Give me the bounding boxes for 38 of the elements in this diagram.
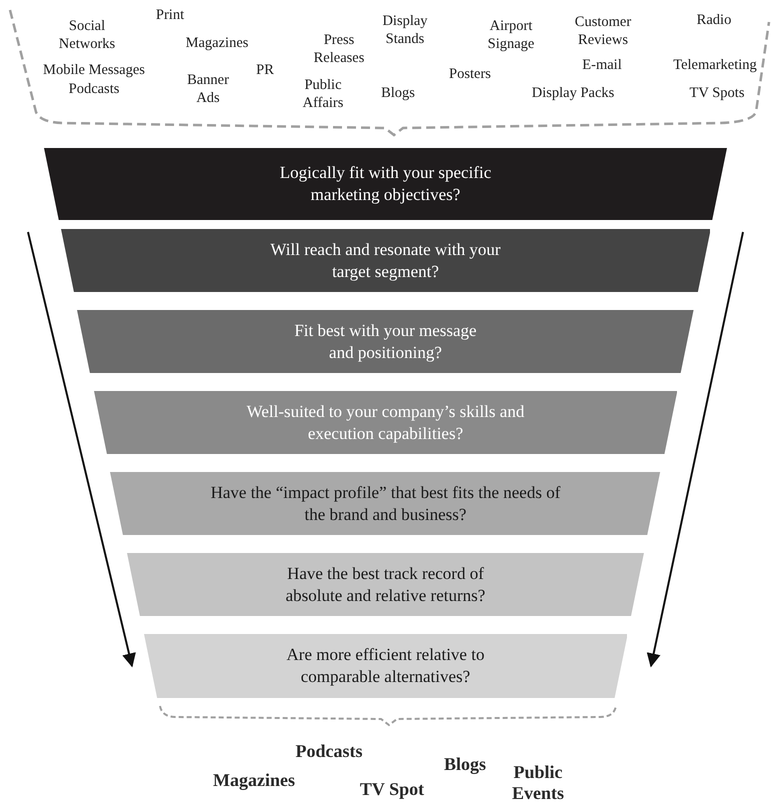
question-text: Have the best track record of absolute and relative returns?: [284, 562, 486, 606]
channel-name: Display Packs: [532, 84, 614, 102]
funnel-band: [94, 391, 678, 454]
channel-name: Banner Ads: [186, 71, 230, 107]
channel-name: PR: [256, 61, 274, 79]
question-text: Have the “impact profile” that best fits the needs of the brand and business?: [210, 482, 562, 526]
channel-name: E-mail: [582, 56, 622, 74]
question-text: Fit best with your message and positioning?: [293, 320, 478, 364]
question-text: Will reach and resonate with your target segment?: [269, 238, 502, 282]
channel-name: Magazines: [186, 34, 248, 52]
selected-channel: Magazines: [213, 770, 295, 791]
channel-name: Press Releases: [312, 31, 366, 67]
channel-name: Public Affairs: [302, 76, 344, 112]
channel-name: Telemarketing: [673, 56, 757, 74]
funnel-band: [60, 229, 710, 292]
funnel-band: [77, 310, 694, 373]
channel-name: Social Networks: [58, 17, 116, 53]
selected-channel: Public Events: [510, 762, 565, 804]
question-text: Logically fit with your specific marketing objectives?: [278, 162, 492, 206]
selected-channel: Blogs: [444, 754, 486, 775]
channel-name: Blogs: [381, 84, 415, 102]
channel-name: TV Spots: [690, 84, 744, 102]
channel-name: Podcasts: [68, 80, 120, 98]
channel-name: Airport Signage: [486, 17, 536, 53]
channel-name: Radio: [696, 11, 732, 29]
channel-name: Display Stands: [381, 12, 429, 48]
channel-name: Posters: [449, 65, 491, 83]
question-text: Are more efficient relative to comparable alternatives?: [286, 644, 486, 688]
channel-name: Customer Reviews: [574, 13, 632, 49]
funnel-band: [144, 634, 628, 698]
funnel-band: [110, 472, 661, 535]
channel-name: Mobile Messages: [43, 61, 145, 79]
channel-name: Print: [156, 6, 184, 24]
funnel-band: [127, 553, 644, 616]
funnel-band: [44, 148, 727, 220]
selected-channel: Podcasts: [296, 741, 362, 762]
question-text: Well-suited to your company’s skills and execution capabilities?: [246, 400, 526, 444]
selected-channel: TV Spot: [360, 779, 424, 800]
